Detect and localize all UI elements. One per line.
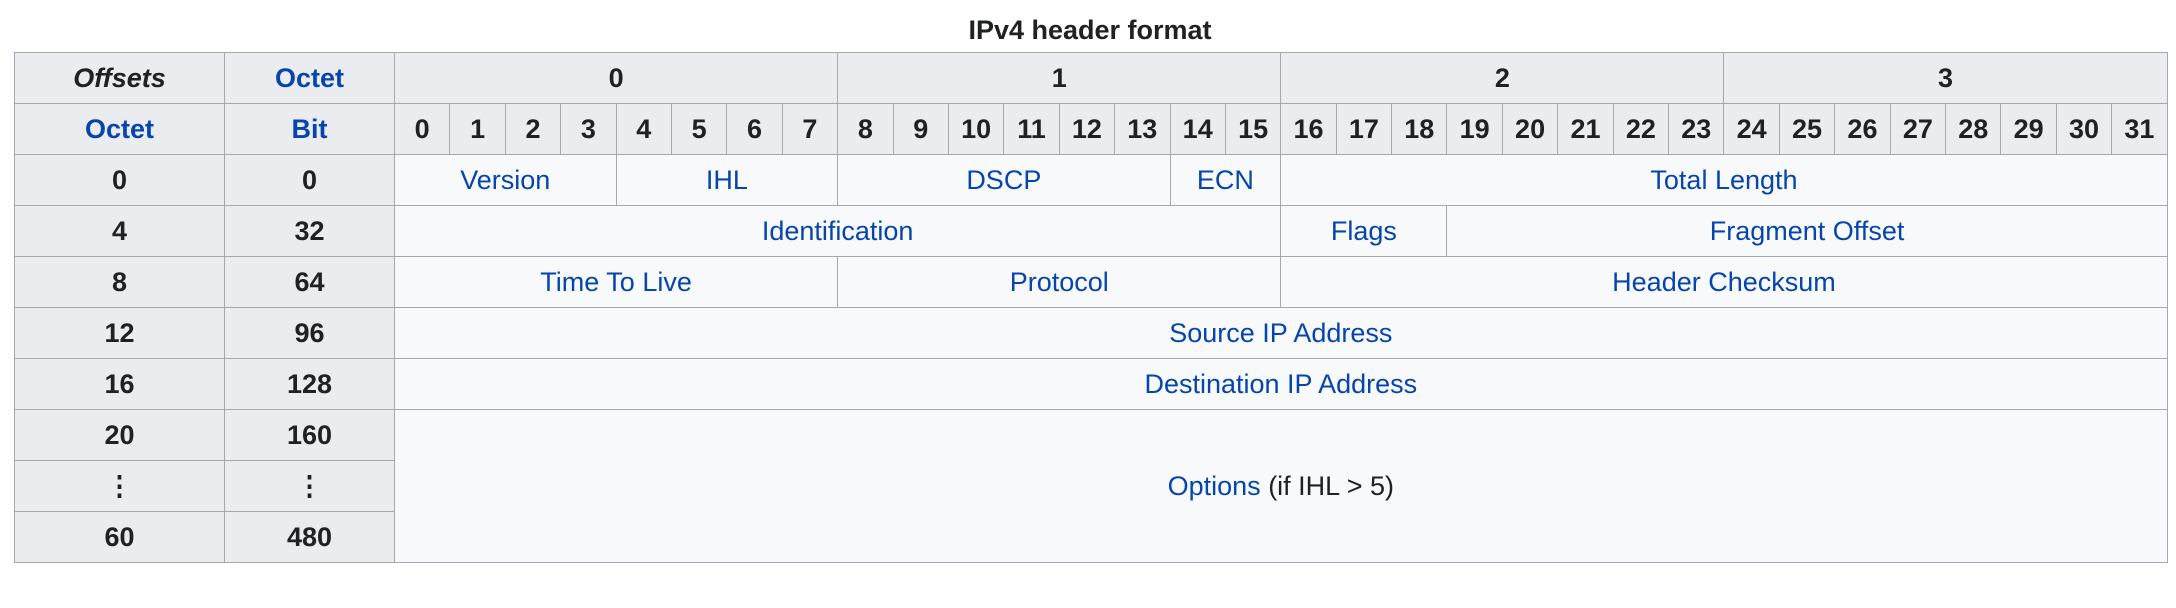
octet-header-row: Offsets Octet 0 1 2 3 bbox=[14, 52, 2168, 104]
bit-number-header: 23 bbox=[1668, 103, 1725, 155]
header-field-cell: Flags bbox=[1280, 205, 1448, 257]
field-link[interactable]: IHL bbox=[705, 164, 748, 195]
options-condition: (if IHL > 5) bbox=[1260, 470, 1394, 501]
header-field-cell: Total Length bbox=[1280, 154, 2168, 206]
octet-number-header: 1 bbox=[837, 52, 1282, 104]
bit-number-header: 10 bbox=[947, 103, 1005, 155]
bit-number-header: 27 bbox=[1889, 103, 1947, 155]
header-field-cell: Time To Live bbox=[393, 256, 839, 308]
bit-number-header: 9 bbox=[892, 103, 949, 155]
header-field-cell: Destination IP Address bbox=[394, 358, 2168, 410]
octet-row-header[interactable]: Octet bbox=[14, 103, 225, 155]
bit-offset-cell: 128 bbox=[224, 358, 395, 410]
octet-offset-cell: ⋮ bbox=[14, 460, 225, 512]
octet-offset-cell: 16 bbox=[14, 358, 225, 410]
bit-number-header: 22 bbox=[1612, 103, 1670, 155]
field-link[interactable]: Destination IP Address bbox=[1144, 368, 1418, 399]
field-link[interactable]: Time To Live bbox=[540, 266, 692, 297]
bit-number-header: 7 bbox=[781, 103, 839, 155]
header-field-cell: Version bbox=[394, 154, 617, 206]
bit-number-header: 2 bbox=[504, 103, 562, 155]
bit-number-header: 14 bbox=[1169, 103, 1226, 155]
header-field-cell: Protocol bbox=[837, 256, 1282, 308]
bit-offset-cell: 96 bbox=[224, 307, 395, 359]
bit-number-header: 18 bbox=[1391, 103, 1448, 155]
octet-number-header: 2 bbox=[1280, 52, 1725, 104]
bit-number-header: 8 bbox=[837, 103, 894, 155]
bit-number-header: 24 bbox=[1723, 103, 1780, 155]
bit-number-header: 16 bbox=[1280, 103, 1337, 155]
header-field-cell: Header Checksum bbox=[1280, 256, 2168, 308]
octet-number-header: 0 bbox=[393, 52, 839, 104]
header-field-cell: Source IP Address bbox=[394, 307, 2168, 359]
options-link[interactable]: Options bbox=[1167, 470, 1261, 501]
bit-number-header: 25 bbox=[1778, 103, 1836, 155]
bit-offset-cell: 32 bbox=[224, 205, 395, 257]
bit-number-header: 11 bbox=[1003, 103, 1060, 155]
offsets-header: Offsets bbox=[14, 52, 225, 104]
header-field-cell: DSCP bbox=[837, 154, 1171, 206]
bit-number-header: 28 bbox=[1945, 103, 2002, 155]
bit-column-header[interactable]: Bit bbox=[224, 103, 395, 155]
field-link[interactable]: DSCP bbox=[966, 164, 1042, 195]
octet-offset-cell: 0 bbox=[14, 154, 225, 206]
bit-number-header: 30 bbox=[2055, 103, 2113, 155]
field-link[interactable]: Flags bbox=[1330, 215, 1397, 246]
bit-number-header: 20 bbox=[1501, 103, 1559, 155]
bit-number-header: 5 bbox=[670, 103, 728, 155]
octet-offset-cell: 8 bbox=[14, 256, 225, 308]
bit-number-header: 6 bbox=[726, 103, 783, 155]
bit-offset-cell: 480 bbox=[224, 511, 395, 563]
bit-number-header: 0 bbox=[393, 103, 451, 155]
bit-number-header: 26 bbox=[1834, 103, 1891, 155]
octet-offset-cell: 60 bbox=[14, 511, 225, 563]
field-link[interactable]: Source IP Address bbox=[1169, 317, 1393, 348]
octet-number-header: 3 bbox=[1723, 52, 2168, 104]
bit-number-header: 17 bbox=[1335, 103, 1393, 155]
field-link[interactable]: Identification bbox=[761, 215, 914, 246]
header-field-cell: ECN bbox=[1169, 154, 1282, 206]
options-field-cell: Options (if IHL > 5) bbox=[394, 409, 2168, 563]
bit-offset-cell: ⋮ bbox=[224, 460, 395, 512]
bit-number-header: 21 bbox=[1557, 103, 1614, 155]
header-field-cell: Fragment Offset bbox=[1446, 205, 2168, 257]
bit-number-header: 15 bbox=[1224, 103, 1282, 155]
bit-number-header: 1 bbox=[449, 103, 506, 155]
bit-number-header: 31 bbox=[2111, 103, 2168, 155]
bit-offset-cell: 0 bbox=[224, 154, 395, 206]
octet-offset-cell: 4 bbox=[14, 205, 225, 257]
header-field-cell: IHL bbox=[615, 154, 839, 206]
field-link[interactable]: Fragment Offset bbox=[1709, 215, 1905, 246]
ipv4-header-table-container: IPv4 header format Offsets Octet 0 1 2 3… bbox=[14, 12, 2168, 563]
table-caption: IPv4 header format bbox=[968, 15, 1212, 45]
field-link[interactable]: Total Length bbox=[1650, 164, 1798, 195]
bit-number-header: 29 bbox=[2000, 103, 2057, 155]
bit-number-header: 12 bbox=[1058, 103, 1116, 155]
field-link[interactable]: Header Checksum bbox=[1612, 266, 1836, 297]
bit-offset-cell: 64 bbox=[224, 256, 395, 308]
table-row: ⋮⋮ bbox=[14, 460, 2168, 512]
bit-offset-cell: 160 bbox=[224, 409, 395, 461]
field-link[interactable]: ECN bbox=[1196, 164, 1254, 195]
bit-number-header: 3 bbox=[560, 103, 617, 155]
octet-offset-cell: 20 bbox=[14, 409, 225, 461]
octet-offset-cell: 12 bbox=[14, 307, 225, 359]
field-link[interactable]: Version bbox=[460, 164, 551, 195]
header-field-cell: Identification bbox=[393, 205, 1282, 257]
field-link[interactable]: Protocol bbox=[1009, 266, 1109, 297]
bit-number-header: 19 bbox=[1446, 103, 1503, 155]
bit-number-header: 4 bbox=[615, 103, 672, 155]
octet-column-header[interactable]: Octet bbox=[224, 52, 395, 104]
bit-number-header: 13 bbox=[1114, 103, 1171, 155]
